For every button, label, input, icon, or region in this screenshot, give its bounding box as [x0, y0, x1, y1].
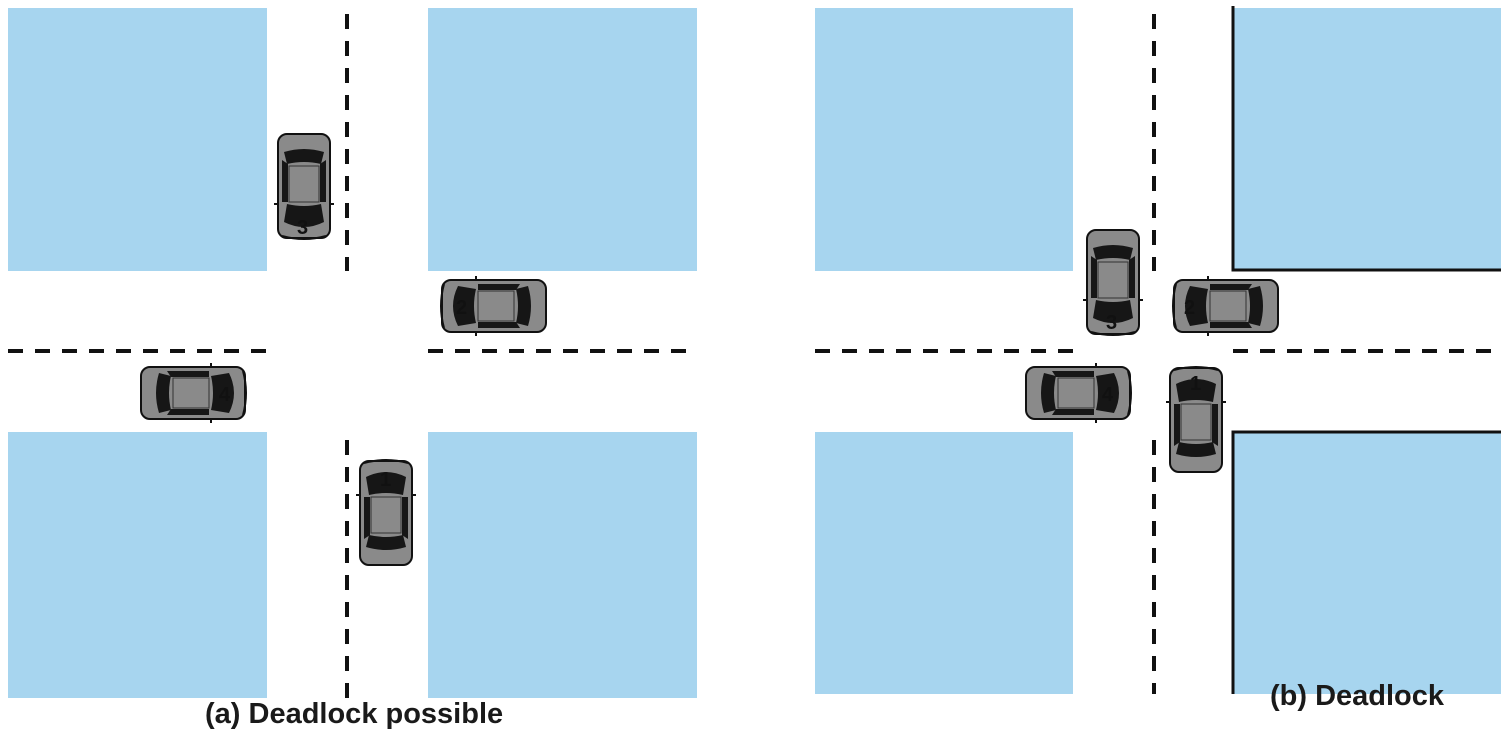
- car-b-4-number: 4: [1102, 384, 1114, 406]
- city-block-a-top-left: [8, 8, 267, 271]
- panel-a: 3 2 4 1: [8, 8, 697, 698]
- car-b-1-number: 1: [1190, 373, 1201, 395]
- block-edge-lines-b: [1231, 6, 1501, 694]
- car-a-4: [140, 362, 247, 424]
- city-block-b-top-right: [1233, 8, 1501, 271]
- car-a-4-number: 4: [219, 384, 231, 406]
- car-a-3-number: 3: [297, 217, 308, 239]
- city-block-a-top-right: [428, 8, 697, 271]
- car-a-1-number: 1: [380, 469, 391, 491]
- car-b-3-number: 3: [1106, 312, 1117, 334]
- city-block-b-bottom-right: [1233, 432, 1501, 694]
- city-block-b-top-left: [815, 8, 1073, 271]
- car-b-2-number: 2: [1184, 297, 1195, 319]
- city-block-a-bottom-left: [8, 432, 267, 698]
- city-block-a-bottom-right: [428, 432, 697, 698]
- panel-b: 3 2 4 1: [815, 6, 1501, 694]
- caption-panel-a: (a) Deadlock possible: [205, 698, 504, 730]
- car-b-4: [1025, 362, 1132, 424]
- city-block-b-bottom-left: [815, 432, 1073, 694]
- caption-panel-b: (b) Deadlock: [1270, 680, 1445, 712]
- car-a-2-number: 2: [456, 297, 467, 319]
